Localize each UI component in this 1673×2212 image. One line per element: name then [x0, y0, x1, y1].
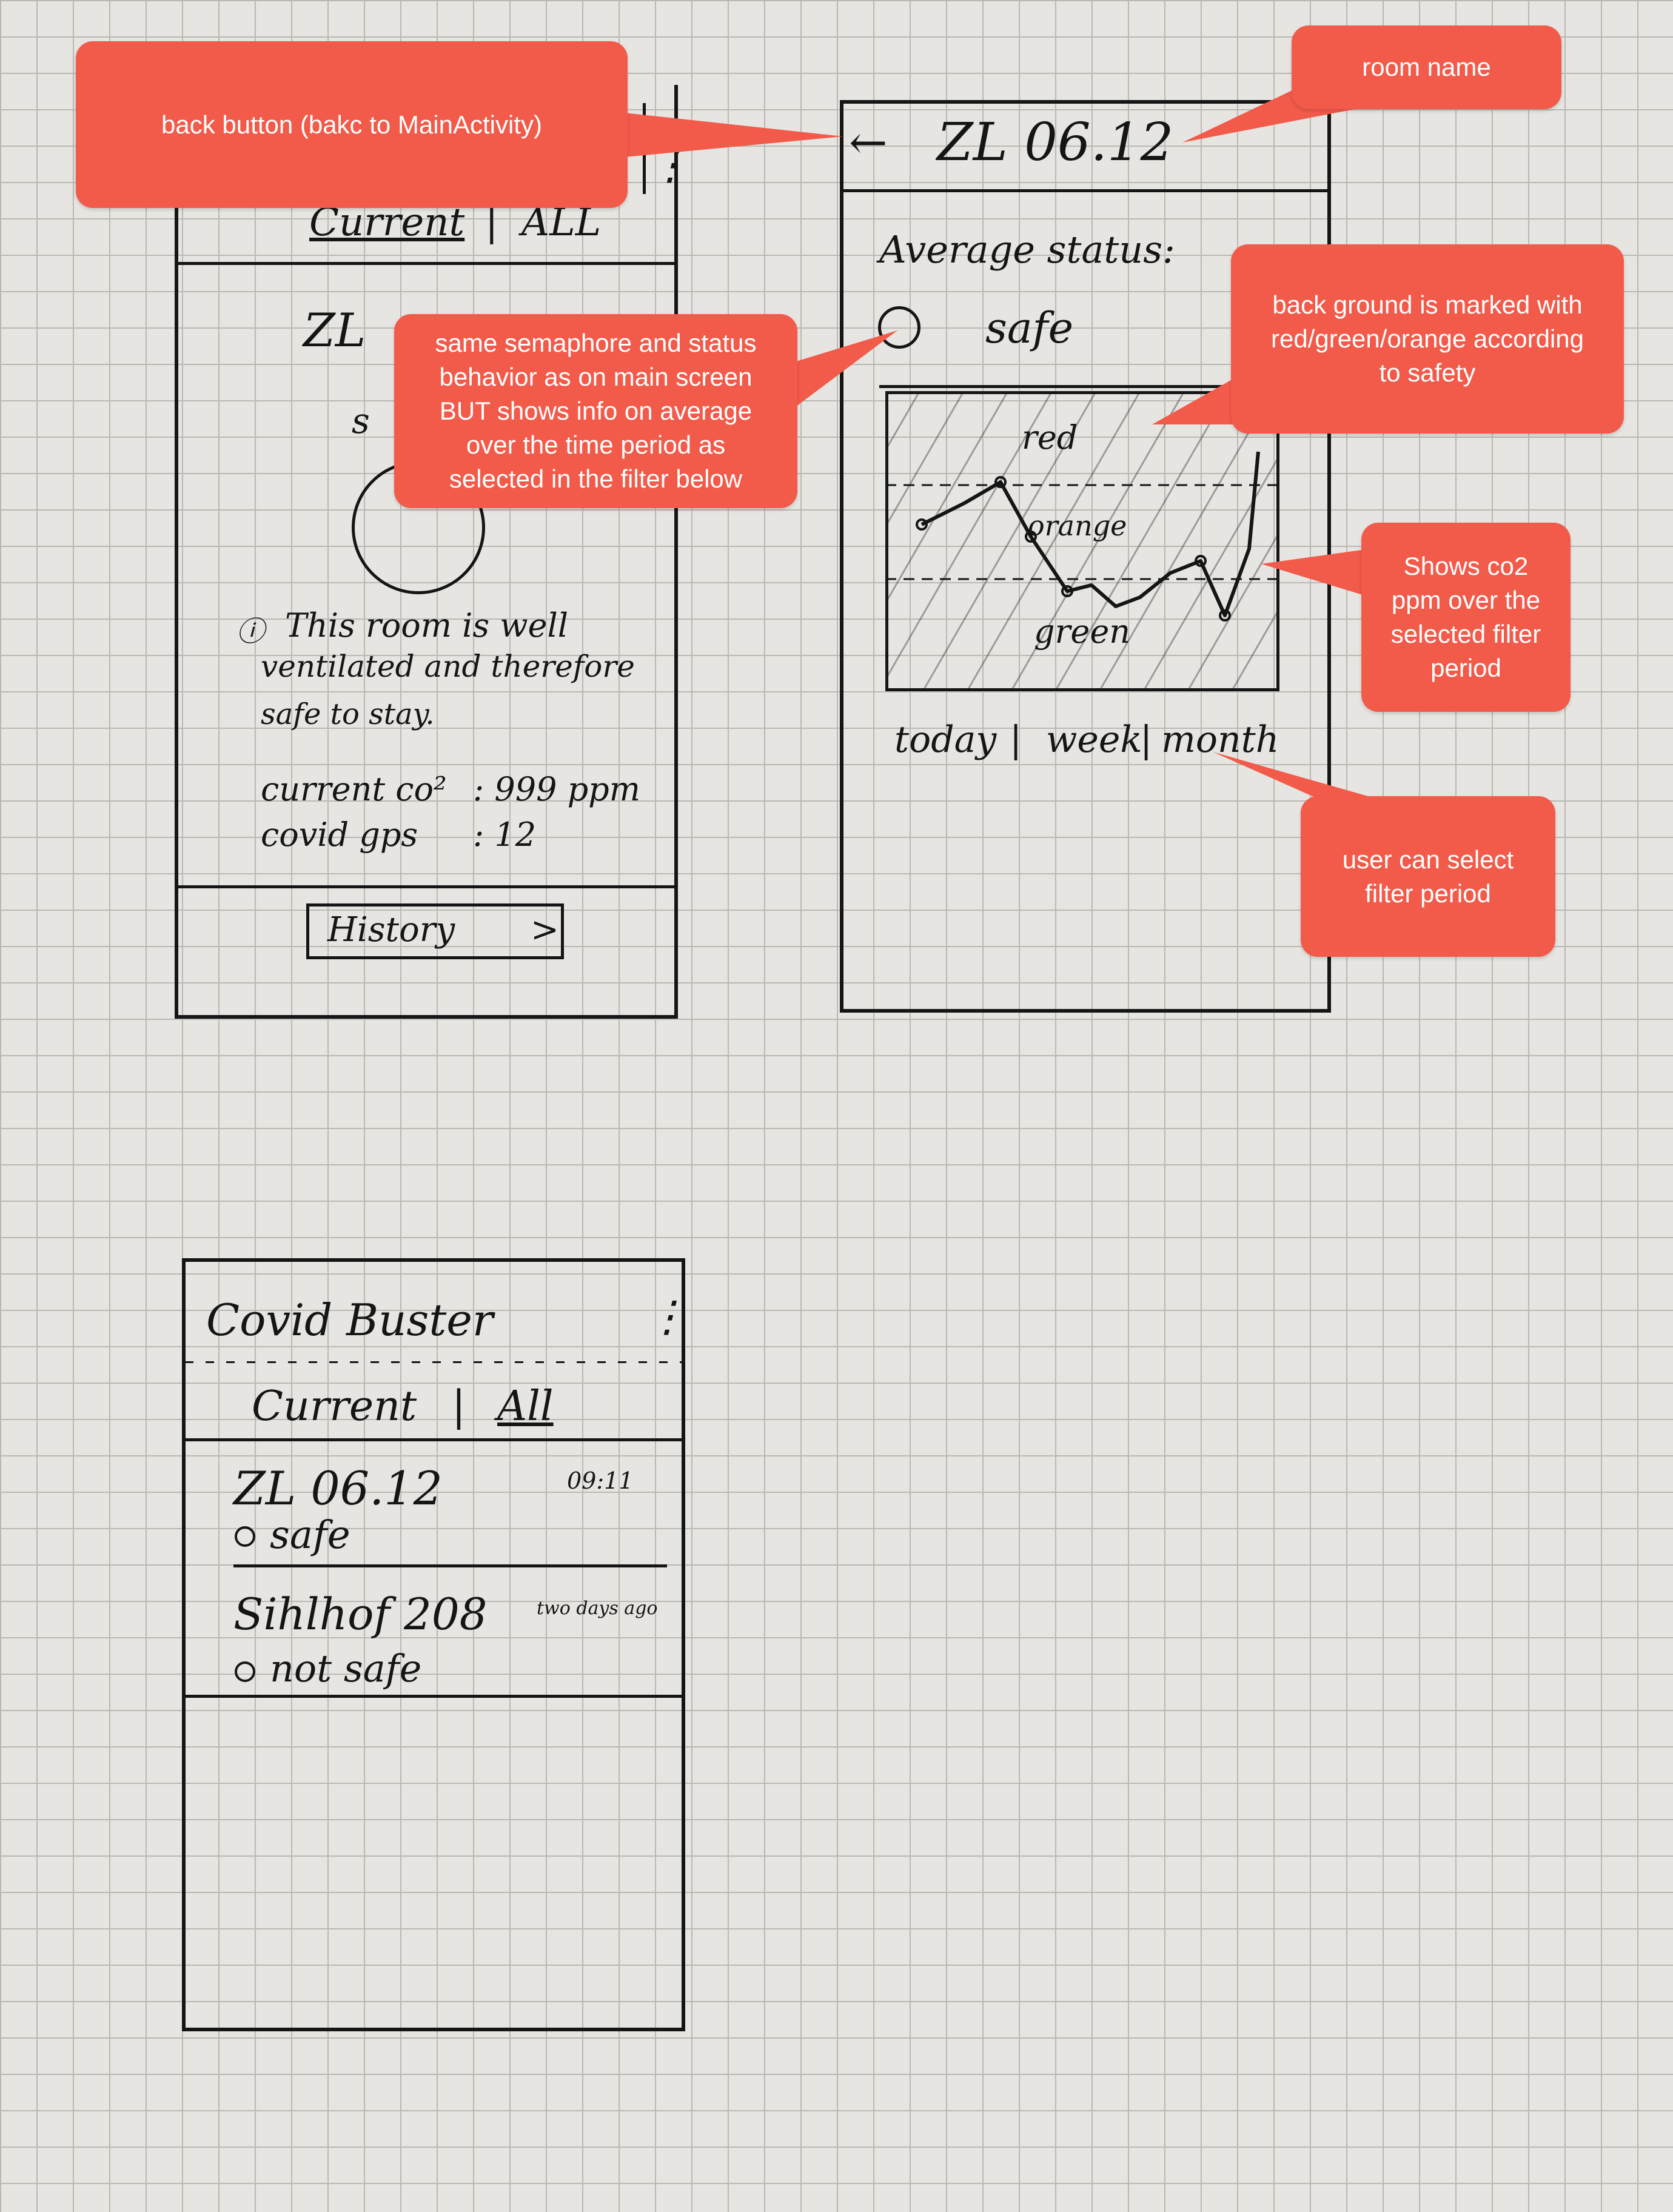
note-back-button: back button (bakc to MainActivity): [76, 41, 628, 208]
pointer-semaphore: [788, 330, 897, 412]
filter-week[interactable]: week: [1046, 719, 1142, 761]
left-room-fragment: ZL: [303, 303, 366, 357]
app-title: Covid Buster: [206, 1295, 494, 1346]
list-row-divider: [185, 1695, 682, 1698]
pointer-filter: [1213, 752, 1383, 800]
right-semaphore-circle: [878, 306, 920, 349]
main-tabs-divider-line: [185, 1438, 682, 1441]
left-history-divider-line: [176, 885, 677, 888]
pointer-background: [1152, 370, 1249, 424]
zone-label-orange: orange: [1028, 509, 1127, 542]
row-status-circle: [235, 1661, 255, 1682]
row-room-name: Sihlhof 208: [233, 1589, 488, 1640]
left-co2-value: : 999 ppm: [473, 770, 640, 808]
co2-point: [1025, 531, 1037, 543]
main-menu-icon[interactable]: ⋮: [646, 1292, 688, 1341]
main-tab-all[interactable]: All: [497, 1382, 554, 1430]
row-time: two days ago: [537, 1598, 658, 1619]
co2-series-line: [920, 451, 1260, 617]
list-item[interactable]: Sihlhof 208 two days ago not safe: [185, 1570, 682, 1692]
info-icon: ⓘ: [236, 615, 264, 648]
row-status-text: safe: [270, 1513, 350, 1558]
note-semaphore-line: same semaphore and status: [435, 329, 757, 357]
note-semaphore-line: selected in the filter below: [449, 464, 743, 493]
note-filter-line: user can select: [1342, 845, 1514, 874]
note-co2-line: Shows co2: [1403, 552, 1529, 580]
note-room-name: room name: [1292, 25, 1561, 109]
main-list-screen: [182, 1258, 685, 2031]
pointer-co2: [1261, 549, 1370, 597]
main-tab-divider: |: [452, 1382, 466, 1430]
co2-point: [916, 518, 928, 531]
filter-divider-1: |: [1010, 719, 1022, 761]
row-status-text: not safe: [270, 1646, 422, 1691]
back-arrow-icon[interactable]: ←: [849, 115, 888, 169]
note-background-line: to safety: [1379, 358, 1476, 387]
average-status-label: Average status:: [879, 227, 1175, 272]
history-chevron-icon: >: [531, 910, 559, 950]
left-gps-label: covid gps: [261, 816, 418, 854]
left-tab-divider: |: [485, 200, 498, 245]
note-background-line: back ground is marked with: [1272, 290, 1583, 319]
note-semaphore-line: BUT shows info on average: [439, 397, 753, 425]
left-info-text-2: ventilated and therefore: [261, 649, 635, 684]
list-item[interactable]: ZL 06.12 09:11 safe: [185, 1443, 682, 1564]
history-button-label: History: [327, 910, 455, 950]
detail-screen-left: [175, 85, 678, 1019]
note-background-line: red/green/orange according: [1270, 324, 1584, 353]
note-co2-line: period: [1430, 654, 1501, 682]
left-info-text-1: This room is well: [285, 606, 569, 645]
note-co2-line: ppm over the: [1391, 586, 1541, 614]
co2-point: [1195, 555, 1207, 567]
note-back-button-text: back button (bakc to MainActivity): [161, 110, 542, 139]
note-room-name-text: room name: [1362, 53, 1491, 81]
note-filter-line: filter period: [1365, 879, 1491, 908]
zone-label-green: green: [1034, 612, 1131, 651]
left-co2-label: current co²: [261, 770, 447, 808]
note-semaphore-line: behavior as on main screen: [439, 363, 753, 391]
left-tabs-divider-line: [176, 262, 677, 265]
row-room-name: ZL 06.12: [233, 1461, 443, 1515]
filter-today[interactable]: today: [894, 719, 997, 761]
row-time: 09:11: [567, 1467, 634, 1494]
note-co2-line: selected filter: [1390, 620, 1541, 648]
co2-chart: red orange green: [885, 391, 1279, 691]
left-gps-value: : 12: [473, 816, 537, 854]
co2-point: [994, 476, 1007, 488]
main-tab-current[interactable]: Current: [252, 1382, 417, 1430]
room-name-title: ZL 06.12: [937, 112, 1174, 173]
right-status-text: safe: [985, 303, 1073, 353]
right-header-divider-line: [841, 189, 1330, 192]
filter-month[interactable]: month: [1161, 719, 1279, 761]
co2-point: [1061, 585, 1073, 597]
left-status-fragment: s: [352, 400, 370, 441]
note-semaphore-line: over the time period as: [466, 431, 726, 459]
co2-point: [1219, 609, 1231, 622]
note-filter: user can select filter period: [1301, 796, 1555, 957]
filter-divider-2: |: [1140, 719, 1153, 761]
note-co2: Shows co2 ppm over the selected filter p…: [1361, 523, 1571, 712]
history-button[interactable]: History >: [306, 903, 564, 959]
note-background: back ground is marked with red/green/ora…: [1231, 244, 1624, 434]
zone-label-red: red: [1022, 418, 1078, 457]
note-semaphore: same semaphore and status behavior as on…: [394, 314, 797, 508]
main-title-divider-line: [185, 1361, 682, 1363]
pointer-back-button: [619, 112, 843, 158]
list-row-divider: [233, 1564, 667, 1567]
right-chart-top-line: [879, 385, 1292, 388]
left-info-text-3: safe to stay.: [261, 697, 435, 731]
row-status-circle: [235, 1526, 255, 1547]
co2-line-svg: [885, 451, 1279, 622]
